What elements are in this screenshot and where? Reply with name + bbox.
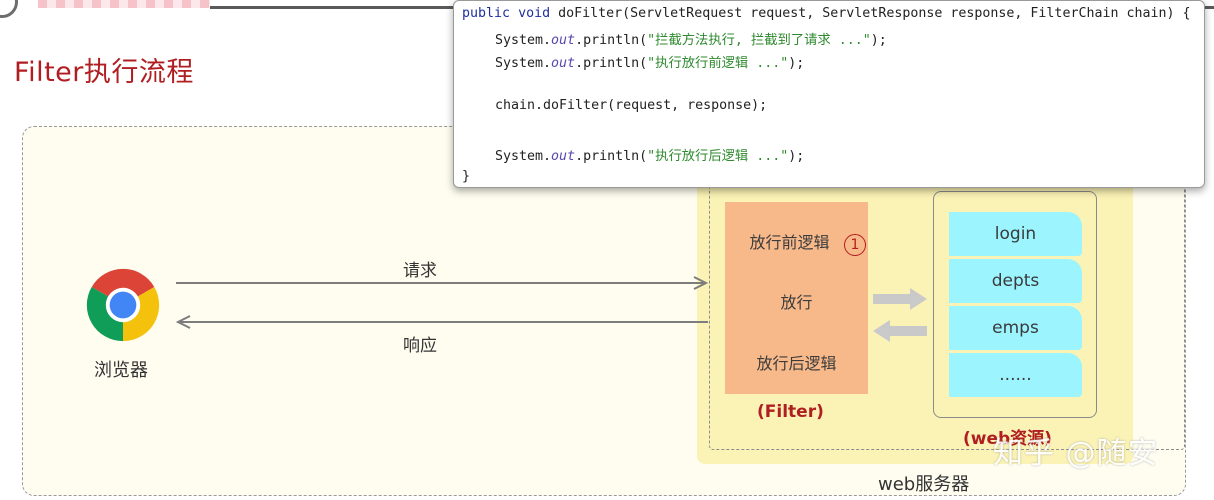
filter-after-logic: 放行后逻辑 (756, 354, 837, 373)
response-label: 响应 (403, 336, 437, 356)
top-banner-fragment (38, 0, 210, 8)
code-token: System. (495, 56, 552, 71)
step-number-badge: 1 (844, 234, 866, 256)
web-resources-frame (933, 191, 1097, 418)
code-token: ); (788, 149, 805, 164)
code-line-1: System.out.println("拦截方法执行, 拦截到了请求 ...")… (495, 29, 887, 48)
forward-arrow-icon (873, 288, 927, 310)
web-server-label: web服务器 (878, 474, 970, 495)
response-arrow (175, 315, 708, 329)
code-line-2: System.out.println("执行放行前逻辑 ..."); (495, 52, 804, 71)
code-token: .println( (575, 56, 648, 71)
code-line-3: chain.doFilter(request, response); (495, 98, 768, 113)
filter-label: (Filter) (757, 402, 824, 422)
resource-item-emps: emps (949, 306, 1082, 350)
resource-item-depts: depts (949, 259, 1082, 303)
code-string: "执行放行前逻辑 ..." (647, 56, 789, 71)
chrome-icon (86, 268, 160, 342)
code-token: .println( (575, 33, 648, 48)
code-token: out (551, 149, 576, 164)
code-token: .println( (575, 149, 648, 164)
code-token: out (551, 56, 576, 71)
code-token: ); (788, 56, 805, 71)
code-token: public (462, 6, 511, 21)
code-token (510, 6, 518, 21)
backward-arrow-icon (873, 320, 927, 342)
code-token: doFilter(ServletRequest request, Servlet… (550, 6, 1191, 21)
code-token: out (551, 33, 576, 48)
code-string: "执行放行后逻辑 ..." (647, 149, 789, 164)
code-popup: public void doFilter(ServletRequest requ… (453, 0, 1205, 188)
filter-pass: 放行 (780, 293, 813, 312)
web-resources-label: (web资源) (963, 429, 1052, 449)
resource-item-login: login (949, 212, 1082, 256)
code-token: System. (495, 33, 552, 48)
code-token: ); (870, 33, 887, 48)
page-title: Filter执行流程 (14, 57, 194, 88)
request-label: 请求 (403, 261, 437, 281)
code-token: System. (495, 149, 552, 164)
code-signature: public void doFilter(ServletRequest requ… (462, 6, 1191, 21)
watermark: 知乎 @随安 (993, 436, 1159, 471)
code-string: "拦截方法执行, 拦截到了请求 ..." (647, 33, 871, 48)
request-arrow (176, 276, 709, 290)
code-line-4: System.out.println("执行放行后逻辑 ..."); (495, 145, 804, 164)
resource-item-more: ...... (949, 353, 1082, 397)
code-closing-brace: } (462, 169, 471, 184)
filter-box (725, 202, 868, 394)
top-logo-fragment (0, 0, 18, 18)
code-token: void (518, 6, 551, 21)
request-response-arrows (175, 276, 709, 329)
filter-before-logic: 放行前逻辑 (749, 233, 830, 252)
browser-label: 浏览器 (94, 360, 148, 381)
filter-resource-arrows (873, 288, 927, 342)
